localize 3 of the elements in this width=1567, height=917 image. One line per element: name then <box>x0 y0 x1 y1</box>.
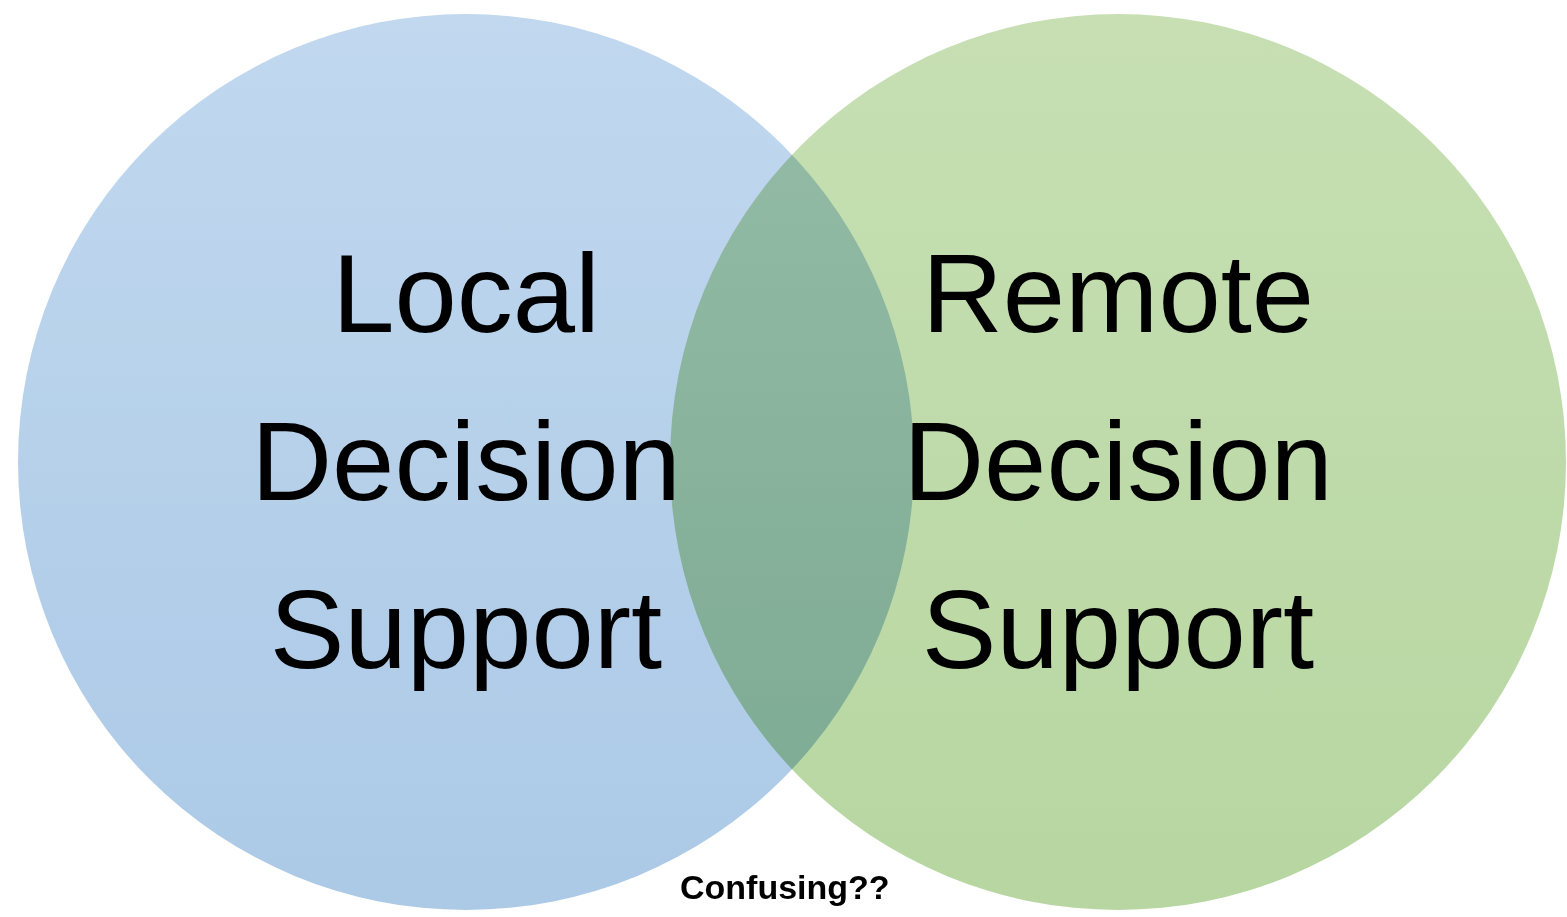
note-text: Confusing?? <box>680 868 890 907</box>
circle-label: Remote Decision Support <box>902 230 1334 694</box>
circle-label: Local Decision Support <box>250 230 682 694</box>
